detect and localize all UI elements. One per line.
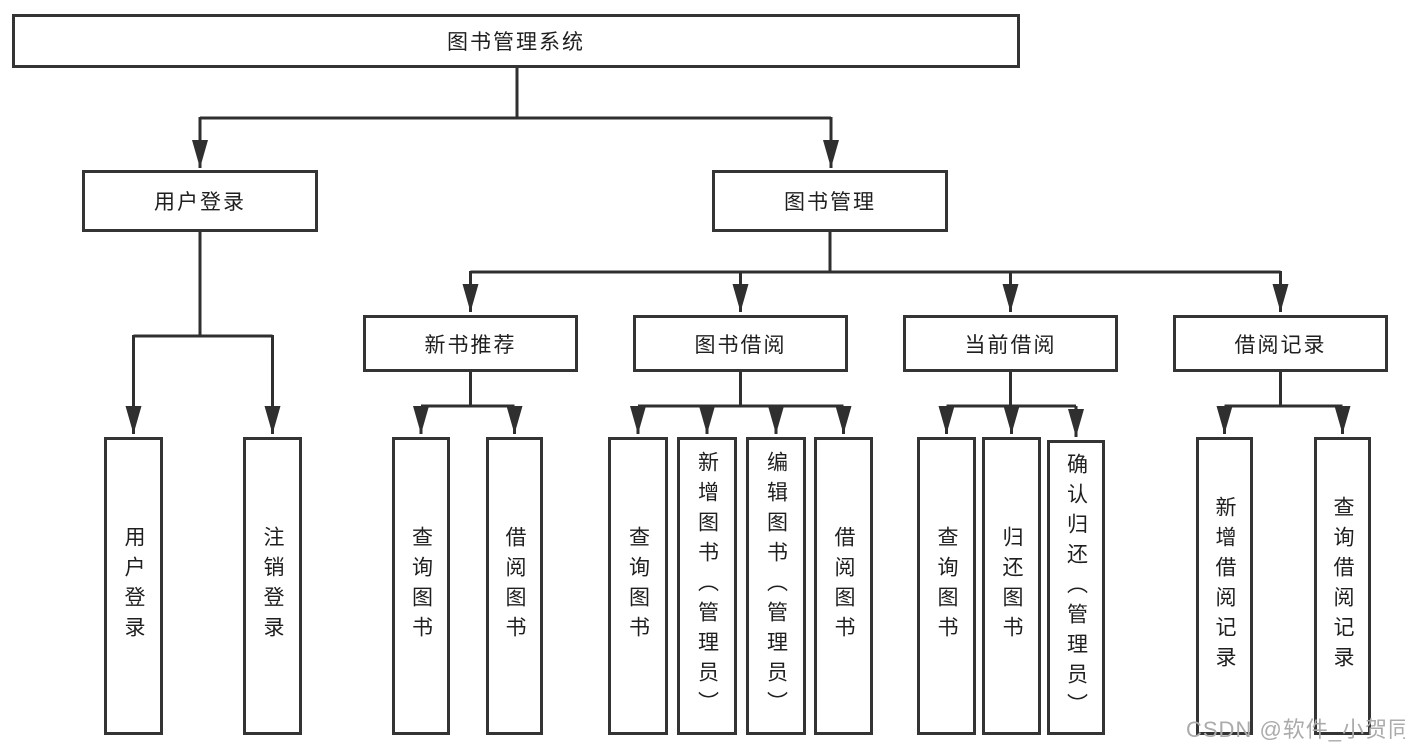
node-book-borrow-label: 图书借阅 <box>694 333 787 357</box>
leaf-newbook-borrow-books: 借阅图书 <box>486 437 543 735</box>
leaf-current-confirm-return-admin: 确认归还（管理员） <box>1047 440 1105 735</box>
node-new-book-recommend-label: 新书推荐 <box>424 333 517 357</box>
node-user-login: 用户登录 <box>82 170 318 232</box>
node-user-login-label: 用户登录 <box>154 191 246 214</box>
leaf-current-return-books: 归还图书 <box>982 437 1041 735</box>
leaf-record-add-borrow-record-label: 新增借阅记录 <box>1213 496 1236 676</box>
leaf-record-add-borrow-record: 新增借阅记录 <box>1196 437 1253 735</box>
leaf-borrow-edit-books-admin-label: 编辑图书（管理员） <box>764 451 788 721</box>
node-borrow-record: 借阅记录 <box>1173 315 1388 372</box>
leaf-borrow-query-books: 查询图书 <box>608 437 668 735</box>
leaf-logout: 注销登录 <box>243 437 302 735</box>
leaf-current-confirm-return-admin-label: 确认归还（管理员） <box>1064 452 1088 723</box>
leaf-current-query-books: 查询图书 <box>917 437 976 735</box>
leaf-user-login: 用户登录 <box>104 437 163 735</box>
node-current-borrow-label: 当前借阅 <box>964 333 1057 357</box>
leaf-record-query-borrow-record: 查询借阅记录 <box>1314 437 1371 735</box>
leaf-borrow-query-books-label: 查询图书 <box>626 526 650 646</box>
node-book-manage-label: 图书管理 <box>784 191 876 214</box>
leaf-current-return-books-label: 归还图书 <box>1000 526 1023 646</box>
node-root-label: 图书管理系统 <box>447 31 585 54</box>
leaf-borrow-borrow-books: 借阅图书 <box>814 437 873 735</box>
leaf-logout-label: 注销登录 <box>261 526 284 646</box>
leaf-newbook-query-books: 查询图书 <box>392 437 450 735</box>
node-current-borrow: 当前借阅 <box>903 315 1118 372</box>
leaf-borrow-add-books-admin-label: 新增图书（管理员） <box>695 451 719 721</box>
node-borrow-record-label: 借阅记录 <box>1234 333 1327 357</box>
leaf-current-query-books-label: 查询图书 <box>935 526 958 646</box>
watermark: CSDN @软件_小贺同学 <box>1186 717 1405 742</box>
leaf-borrow-edit-books-admin: 编辑图书（管理员） <box>746 437 806 735</box>
leaf-user-login-label: 用户登录 <box>122 526 145 646</box>
node-new-book-recommend: 新书推荐 <box>363 315 578 372</box>
node-book-manage: 图书管理 <box>712 170 948 232</box>
leaf-newbook-query-books-label: 查询图书 <box>409 526 433 646</box>
leaf-newbook-borrow-books-label: 借阅图书 <box>503 526 526 646</box>
leaf-borrow-add-books-admin: 新增图书（管理员） <box>677 437 737 735</box>
leaf-record-query-borrow-record-label: 查询借阅记录 <box>1331 496 1354 676</box>
node-root: 图书管理系统 <box>12 14 1020 68</box>
node-book-borrow: 图书借阅 <box>633 315 848 372</box>
leaf-borrow-borrow-books-label: 借阅图书 <box>832 526 855 646</box>
